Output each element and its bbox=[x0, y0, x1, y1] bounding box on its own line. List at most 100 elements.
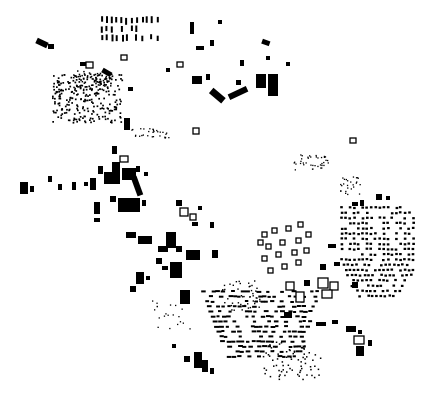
building-dot bbox=[278, 378, 281, 381]
building-dot bbox=[52, 95, 54, 98]
building-dot bbox=[58, 97, 61, 100]
building-dot bbox=[110, 119, 113, 122]
building bbox=[407, 253, 411, 256]
building bbox=[361, 289, 364, 292]
building bbox=[340, 227, 344, 230]
building-dot bbox=[97, 89, 99, 91]
building-dot bbox=[76, 85, 78, 88]
building bbox=[403, 243, 407, 246]
building bbox=[101, 35, 104, 41]
building-dot bbox=[73, 76, 75, 79]
building-dot bbox=[99, 80, 101, 83]
building-dot bbox=[62, 89, 64, 92]
building-dot bbox=[114, 94, 116, 96]
building-dot bbox=[117, 85, 119, 87]
building-dot bbox=[298, 375, 300, 377]
building bbox=[299, 310, 304, 313]
building-dot bbox=[93, 80, 96, 83]
building-dot bbox=[265, 352, 267, 354]
building-dot bbox=[110, 78, 113, 81]
building bbox=[378, 278, 381, 282]
building-dot bbox=[278, 343, 281, 345]
building bbox=[395, 252, 398, 256]
building bbox=[291, 249, 298, 256]
building-dot bbox=[252, 292, 254, 295]
building-dot bbox=[153, 130, 155, 133]
building-dot bbox=[103, 97, 105, 100]
building-dot bbox=[79, 87, 82, 89]
building bbox=[310, 290, 314, 293]
building bbox=[223, 335, 228, 338]
building bbox=[271, 227, 278, 234]
building bbox=[288, 335, 293, 338]
building-dot bbox=[73, 92, 75, 95]
building bbox=[279, 335, 283, 338]
road-stipple bbox=[131, 128, 361, 381]
building bbox=[390, 248, 394, 251]
building-dot bbox=[91, 78, 94, 80]
building bbox=[380, 273, 383, 276]
building bbox=[136, 17, 139, 23]
building bbox=[288, 310, 293, 313]
building-dot bbox=[96, 81, 98, 83]
building-dot bbox=[65, 111, 68, 114]
building-dot bbox=[120, 74, 123, 76]
building-dot bbox=[221, 290, 224, 292]
building bbox=[100, 26, 103, 33]
building bbox=[411, 268, 415, 272]
building bbox=[210, 300, 215, 303]
building-dot bbox=[114, 101, 117, 103]
building-dot bbox=[84, 115, 86, 118]
building-dot bbox=[358, 193, 361, 195]
building-dot bbox=[293, 162, 295, 164]
building-dot bbox=[251, 284, 253, 287]
building-dot bbox=[52, 85, 55, 88]
building-dot bbox=[324, 156, 327, 158]
building bbox=[238, 335, 242, 338]
building-dot bbox=[91, 101, 93, 103]
building-dot bbox=[232, 284, 234, 286]
building bbox=[231, 340, 236, 343]
building bbox=[101, 16, 104, 22]
building-dot bbox=[282, 369, 284, 371]
building bbox=[282, 330, 287, 333]
building bbox=[410, 273, 413, 276]
building-dot bbox=[345, 190, 347, 193]
building bbox=[211, 290, 216, 293]
building-dot bbox=[355, 177, 358, 179]
building-dot bbox=[107, 87, 109, 90]
building-dot bbox=[60, 88, 63, 91]
building bbox=[386, 248, 390, 251]
building-dot bbox=[110, 82, 112, 85]
building bbox=[344, 258, 348, 261]
building-dot bbox=[224, 302, 226, 304]
building bbox=[357, 233, 360, 236]
building bbox=[353, 206, 356, 210]
building-dot bbox=[273, 365, 275, 367]
building bbox=[356, 268, 360, 271]
building bbox=[263, 310, 269, 313]
building bbox=[257, 330, 261, 333]
building bbox=[374, 232, 377, 235]
building-dot bbox=[177, 323, 179, 326]
building-dot bbox=[67, 101, 70, 103]
building-dot bbox=[237, 302, 240, 304]
building-dot bbox=[61, 108, 63, 110]
building bbox=[212, 320, 218, 323]
building-dot bbox=[304, 345, 306, 347]
building bbox=[314, 300, 318, 303]
building-dot bbox=[270, 347, 273, 349]
building bbox=[261, 231, 268, 238]
building bbox=[303, 247, 310, 254]
building-dot bbox=[254, 302, 256, 305]
building bbox=[283, 320, 289, 323]
building-dot bbox=[317, 368, 320, 371]
building bbox=[257, 345, 262, 348]
building-dot bbox=[135, 134, 137, 136]
building bbox=[251, 340, 256, 343]
building bbox=[270, 350, 275, 353]
building-dot bbox=[258, 295, 261, 298]
building bbox=[270, 315, 274, 318]
building-dot bbox=[76, 120, 78, 123]
building-dot bbox=[68, 119, 71, 122]
